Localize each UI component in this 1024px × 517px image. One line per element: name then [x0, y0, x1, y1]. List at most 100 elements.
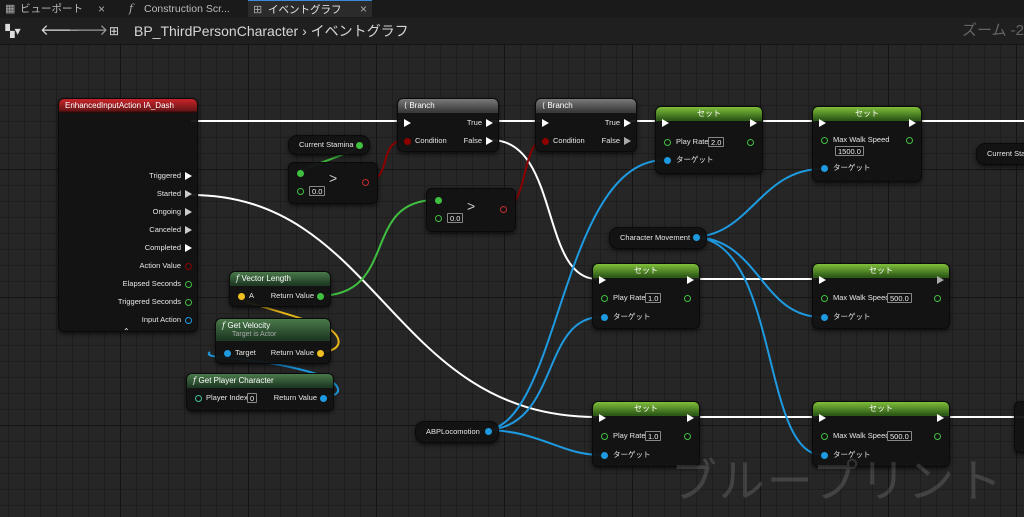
float-out-pin[interactable]: [934, 295, 941, 302]
play-rate-field[interactable]: 2.0: [708, 137, 725, 147]
exec-out-pin[interactable]: [624, 119, 631, 127]
exec-in-pin[interactable]: [599, 414, 606, 422]
abp-locomotion-getter[interactable]: ABPLocomotion: [415, 421, 499, 443]
exec-out-pin[interactable]: [937, 414, 944, 422]
float-out-pin[interactable]: [684, 433, 691, 440]
float-in-pin[interactable]: [821, 137, 828, 144]
compare-value-field[interactable]: 0.0: [447, 213, 464, 223]
exec-out-pin[interactable]: [486, 119, 493, 127]
branch-node[interactable]: ⟨ Branch Condition True False: [397, 98, 499, 152]
greater-than-node-2[interactable]: 0.0 >: [426, 188, 516, 232]
float-in-pin[interactable]: [435, 215, 442, 222]
float-in-pin[interactable]: [601, 433, 608, 440]
object-in-pin[interactable]: [821, 452, 828, 459]
float-out-pin[interactable]: [185, 299, 192, 306]
enhanced-input-action-node[interactable]: EnhancedInputAction IA_Dash Triggered St…: [58, 98, 198, 336]
max-walk-speed-field[interactable]: 500.0: [887, 431, 912, 441]
float-out-pin[interactable]: [906, 137, 913, 144]
object-in-pin[interactable]: [664, 157, 671, 164]
float-out-pin[interactable]: [356, 142, 363, 149]
get-velocity-node[interactable]: f Get Velocity Target is Actor Target Re…: [215, 318, 331, 364]
float-in-pin[interactable]: [821, 433, 828, 440]
exec-out-pin[interactable]: [937, 276, 944, 284]
exec-out-pin[interactable]: [185, 172, 192, 180]
exec-in-pin[interactable]: [819, 414, 826, 422]
float-in-pin[interactable]: [601, 295, 608, 302]
max-walk-speed-field[interactable]: 500.0: [887, 293, 912, 303]
float-in-pin[interactable]: [297, 170, 304, 177]
exec-out-pin[interactable]: [185, 226, 192, 234]
float-out-pin[interactable]: [317, 293, 324, 300]
exec-in-pin[interactable]: [662, 119, 669, 127]
vector-in-pin[interactable]: [238, 293, 245, 300]
float-in-pin[interactable]: [821, 295, 828, 302]
get-player-character-node[interactable]: f Get Player Character Player Index 0 Re…: [186, 373, 334, 411]
exec-out-pin[interactable]: [185, 208, 192, 216]
object-out-pin[interactable]: [320, 395, 327, 402]
exec-in-pin[interactable]: [819, 119, 826, 127]
vector-length-node[interactable]: f Vector Length A Return Value: [229, 271, 331, 307]
play-rate-field[interactable]: 1.0: [645, 431, 662, 441]
tab-construction-script[interactable]: f Construction Scr...: [124, 0, 246, 18]
branch-node-2[interactable]: ⟨ Branch Condition True False: [535, 98, 637, 152]
greater-than-node[interactable]: 0.0 >: [288, 162, 378, 204]
exec-out-pin[interactable]: [750, 119, 757, 127]
bookmark-icon[interactable]: ▚▾: [5, 24, 21, 38]
object-in-pin[interactable]: [821, 314, 828, 321]
object-out-pin[interactable]: [693, 234, 700, 241]
forward-arrow-icon[interactable]: 🡒: [68, 22, 109, 39]
set-max-walk-speed-node-2[interactable]: セット Max Walk Speed 500.0 ターゲット: [812, 263, 950, 329]
object-out-pin[interactable]: [485, 428, 492, 435]
float-in-pin[interactable]: [664, 139, 671, 146]
float-out-pin[interactable]: [684, 295, 691, 302]
bool-out-pin[interactable]: [185, 263, 192, 270]
exec-out-pin[interactable]: [687, 276, 694, 284]
max-walk-speed-field[interactable]: 1500.0: [835, 146, 864, 156]
current-stamina-getter[interactable]: Current Stamina: [288, 135, 370, 155]
back-arrow-icon[interactable]: 🡐: [40, 22, 81, 39]
object-in-pin[interactable]: [224, 350, 231, 357]
set-max-walk-speed-node[interactable]: セット Max Walk Speed 1500.0 ターゲット: [812, 106, 922, 182]
bool-in-pin[interactable]: [404, 138, 411, 145]
exec-out-pin[interactable]: [185, 190, 192, 198]
set-max-walk-speed-node-3[interactable]: セット Max Walk Speed 500.0 ターゲット: [812, 401, 950, 467]
float-out-pin[interactable]: [934, 433, 941, 440]
character-movement-getter[interactable]: Character Movement: [609, 227, 707, 249]
exec-out-pin[interactable]: [185, 244, 192, 252]
exec-out-pin[interactable]: [909, 119, 916, 127]
compare-value-field[interactable]: 0.0: [309, 186, 326, 196]
tab-viewport[interactable]: ▦ ビューポート: [0, 0, 118, 18]
object-in-pin[interactable]: [601, 452, 608, 459]
breadcrumb-blueprint[interactable]: BP_ThirdPersonCharacter: [134, 23, 299, 39]
exec-in-pin[interactable]: [819, 276, 826, 284]
graph-canvas[interactable]: EnhancedInputAction IA_Dash Triggered St…: [0, 45, 1024, 517]
float-in-pin[interactable]: [297, 188, 304, 195]
vector-out-pin[interactable]: [317, 350, 324, 357]
exec-out-pin[interactable]: [486, 137, 493, 145]
collapse-chevron-icon[interactable]: ⌃: [123, 327, 130, 336]
object-in-pin[interactable]: [601, 314, 608, 321]
set-play-rate-node[interactable]: セット Play Rate 2.0 ターゲット: [655, 106, 763, 174]
player-index-field[interactable]: 0: [247, 393, 258, 403]
breadcrumb-graph[interactable]: イベントグラフ: [310, 23, 409, 39]
float-out-pin[interactable]: [747, 139, 754, 146]
set-play-rate-node-3[interactable]: セット Play Rate 1.0 ターゲット: [592, 401, 700, 467]
int-in-pin[interactable]: [195, 395, 202, 402]
bool-in-pin[interactable]: [542, 138, 549, 145]
exec-out-pin[interactable]: [687, 414, 694, 422]
play-rate-field[interactable]: 1.0: [645, 293, 662, 303]
bool-out-pin[interactable]: [500, 206, 507, 213]
current-stamina-getter-2[interactable]: Current Stamin: [976, 143, 1024, 165]
exec-in-pin[interactable]: [599, 276, 606, 284]
float-in-pin[interactable]: [435, 197, 442, 204]
close-icon[interactable]: ×: [98, 2, 106, 16]
set-play-rate-node-2[interactable]: セット Play Rate 1.0 ターゲット: [592, 263, 700, 329]
float-out-pin[interactable]: [185, 281, 192, 288]
bool-out-pin[interactable]: [362, 179, 369, 186]
tab-event-graph[interactable]: ⊞ イベントグラフ: [248, 0, 372, 17]
exec-in-pin[interactable]: [542, 119, 549, 127]
exec-out-pin[interactable]: [624, 137, 631, 145]
exec-in-pin[interactable]: [404, 119, 411, 127]
close-icon[interactable]: ×: [360, 2, 368, 16]
object-in-pin[interactable]: [821, 165, 828, 172]
